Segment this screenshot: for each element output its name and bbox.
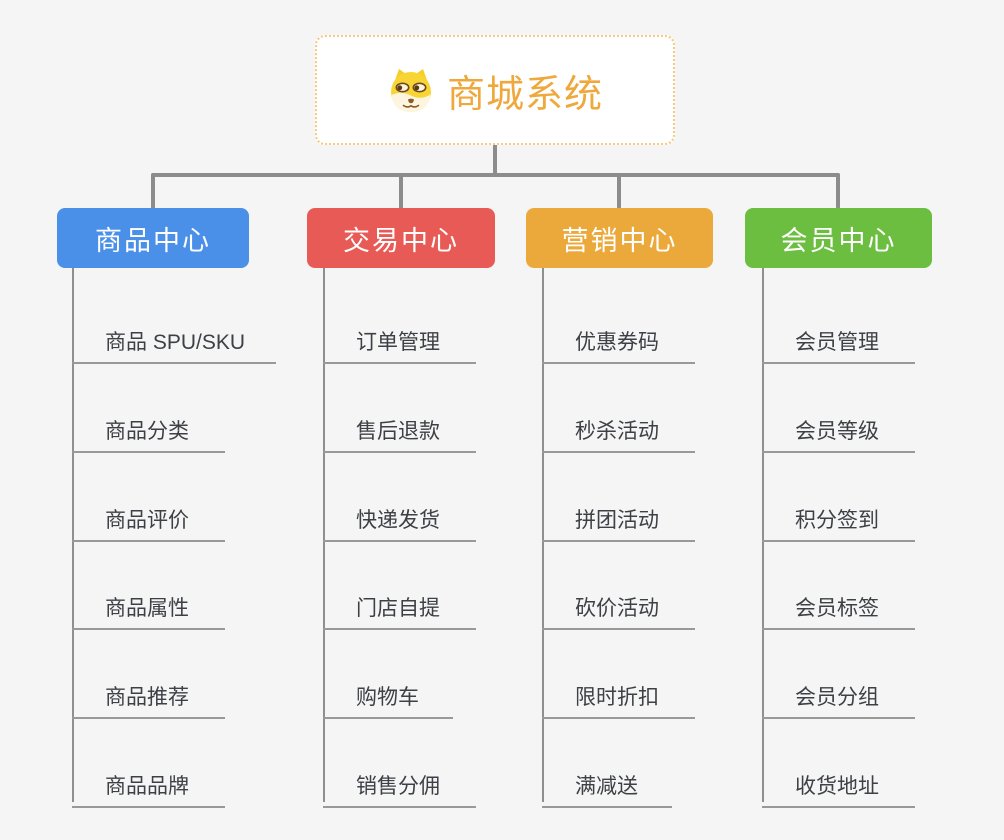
branch-node-product-center[interactable]: 商品中心 bbox=[57, 208, 249, 268]
connector-drop-branch-2 bbox=[399, 173, 403, 209]
leaf-item[interactable]: 订单管理 bbox=[323, 316, 476, 364]
branch-label: 交易中心 bbox=[343, 225, 459, 256]
leaf-item[interactable]: 商品推荐 bbox=[72, 671, 225, 719]
leaf-item[interactable]: 秒杀活动 bbox=[542, 405, 695, 453]
root-label: 商城系统 bbox=[446, 73, 603, 116]
leaf-item[interactable]: 会员标签 bbox=[762, 582, 915, 630]
leaf-item[interactable]: 商品 SPU/SKU bbox=[72, 316, 276, 364]
branch-label: 会员中心 bbox=[780, 225, 897, 256]
leaf-item[interactable]: 快递发货 bbox=[323, 494, 476, 542]
connector-drop-branch-1 bbox=[151, 173, 155, 209]
leaf-item[interactable]: 满减送 bbox=[542, 760, 672, 808]
branch-node-member-center[interactable]: 会员中心 bbox=[745, 208, 932, 268]
leaf-item[interactable]: 收货地址 bbox=[762, 760, 915, 808]
leaf-item[interactable]: 会员等级 bbox=[762, 405, 915, 453]
shiba-dog-icon bbox=[387, 67, 435, 113]
branch-label: 商品中心 bbox=[95, 225, 211, 256]
leaf-item[interactable]: 商品品牌 bbox=[72, 760, 225, 808]
spine-branch-4 bbox=[762, 268, 764, 802]
leaf-item[interactable]: 会员分组 bbox=[762, 671, 915, 719]
spine-branch-1 bbox=[72, 268, 74, 802]
leaf-item[interactable]: 优惠券码 bbox=[542, 316, 695, 364]
branch-node-trade-center[interactable]: 交易中心 bbox=[307, 208, 495, 268]
leaf-item[interactable]: 会员管理 bbox=[762, 316, 915, 364]
branch-node-marketing-center[interactable]: 营销中心 bbox=[526, 208, 713, 268]
connector-horizontal bbox=[151, 173, 840, 177]
leaf-item[interactable]: 拼团活动 bbox=[542, 494, 695, 542]
leaf-item[interactable]: 商品评价 bbox=[72, 494, 225, 542]
branch-label: 营销中心 bbox=[561, 225, 678, 256]
leaf-item[interactable]: 销售分佣 bbox=[323, 760, 476, 808]
leaf-item[interactable]: 限时折扣 bbox=[542, 671, 695, 719]
leaf-item[interactable]: 售后退款 bbox=[323, 405, 476, 453]
spine-branch-3 bbox=[542, 268, 544, 802]
connector-drop-branch-4 bbox=[836, 173, 840, 209]
spine-branch-2 bbox=[323, 268, 325, 802]
leaf-item[interactable]: 购物车 bbox=[323, 671, 453, 719]
leaf-item[interactable]: 积分签到 bbox=[762, 494, 915, 542]
root-node[interactable]: 商城系统 bbox=[315, 35, 675, 145]
leaf-item[interactable]: 砍价活动 bbox=[542, 582, 695, 630]
leaf-item[interactable]: 商品属性 bbox=[72, 582, 225, 630]
leaf-item[interactable]: 商品分类 bbox=[72, 405, 225, 453]
connector-drop-branch-3 bbox=[617, 173, 621, 209]
leaf-item[interactable]: 门店自提 bbox=[323, 582, 476, 630]
connector-root-drop bbox=[493, 143, 497, 175]
